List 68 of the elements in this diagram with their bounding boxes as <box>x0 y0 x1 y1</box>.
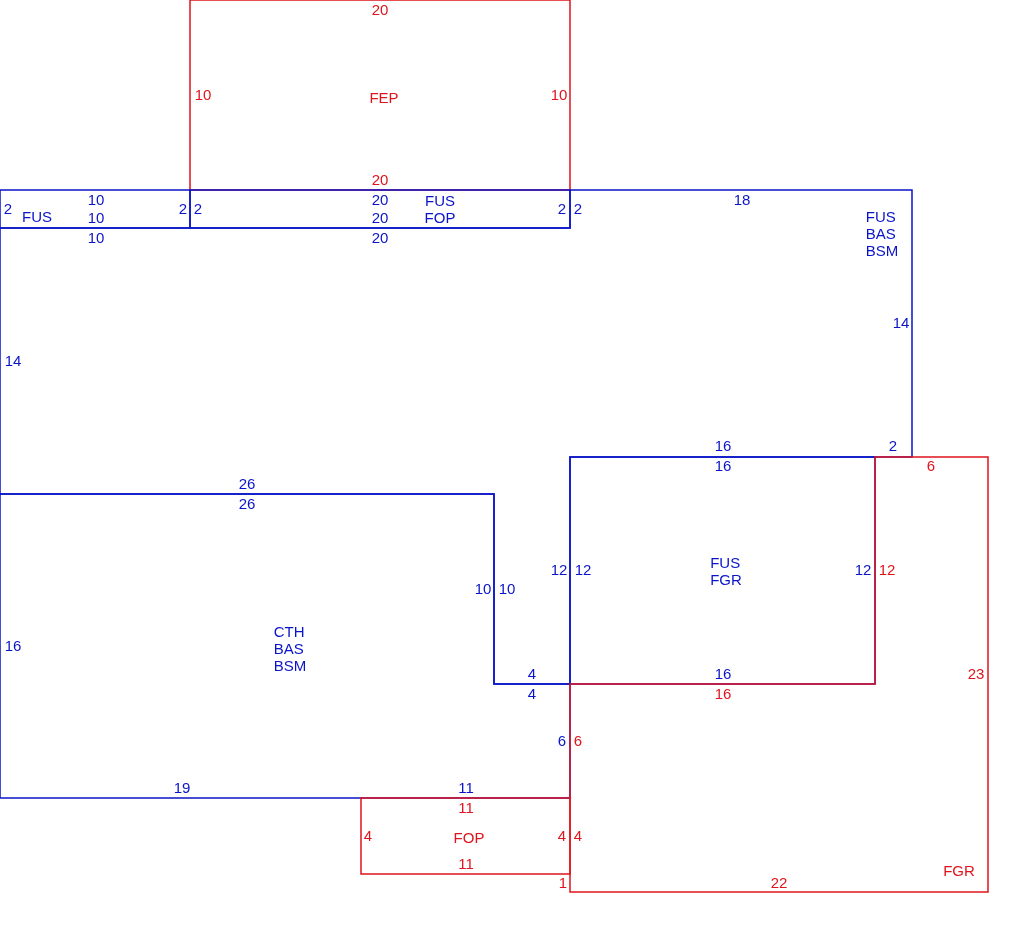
dimension-label: 12 <box>878 562 896 578</box>
dimension-label: 18 <box>733 192 751 208</box>
dimension-label: 11 <box>458 780 474 796</box>
dimension-label: 2 <box>888 438 898 454</box>
dimension-label: 2 <box>557 201 567 217</box>
room-code: BAS <box>273 639 304 657</box>
dimension-label: 14 <box>892 315 910 331</box>
room-outline <box>190 190 570 228</box>
room-code: BAS <box>865 224 896 242</box>
room-code: FUS <box>425 192 455 209</box>
dimension-label: 4 <box>573 828 583 844</box>
room-code: FUS <box>22 207 52 225</box>
room-outline <box>190 0 570 190</box>
dimension-label: 26 <box>238 476 256 492</box>
room-outline <box>570 457 875 684</box>
dimension-label: 10 <box>550 87 568 103</box>
dimension-label: 4 <box>557 828 567 844</box>
room-code: BSM <box>865 241 899 259</box>
room-code: FUS <box>865 207 896 225</box>
dimension-label: 2 <box>573 201 583 217</box>
room-code: BSM <box>273 656 307 674</box>
dimension-label: 22 <box>770 875 788 891</box>
dimension-label: 4 <box>527 686 537 702</box>
dimension-label: 19 <box>173 780 191 796</box>
dimension-label: 10 <box>474 581 492 597</box>
dimension-label: 16 <box>714 438 732 454</box>
dimension-label: 4 <box>363 828 373 844</box>
dimension-label: 20 <box>371 2 389 18</box>
dimension-label: 6 <box>926 458 936 474</box>
dimension-label: 16 <box>714 458 732 474</box>
dimension-label: 11 <box>458 800 474 816</box>
dimension-label: 16 <box>714 686 732 702</box>
room-outline <box>361 798 570 874</box>
dimension-label: 12 <box>854 562 872 578</box>
dimension-label: 20 <box>371 210 389 226</box>
dimension-label: 20 <box>371 192 389 208</box>
room-code: FOP <box>424 209 456 226</box>
dimension-label: 14 <box>4 353 22 369</box>
dimension-label: 6 <box>573 733 583 749</box>
dimension-label: 12 <box>550 562 568 578</box>
room-code: FOP <box>453 828 485 846</box>
dimension-label: 10 <box>194 87 212 103</box>
dimension-label: 10 <box>87 192 105 208</box>
dimension-label: 16 <box>4 638 22 654</box>
dimension-label: 16 <box>714 666 732 682</box>
dimension-label: 6 <box>557 733 567 749</box>
room-code: FEP <box>369 88 399 106</box>
room-code: FUS <box>710 554 741 571</box>
room-code: FGR <box>943 861 975 879</box>
dimension-label: 10 <box>87 210 105 226</box>
dimension-label: 23 <box>967 666 985 682</box>
dimension-label: 2 <box>193 201 203 217</box>
room-code: FGR <box>710 571 742 588</box>
dimension-label: 10 <box>87 230 105 246</box>
dimension-label: 2 <box>178 201 188 217</box>
dimension-label: 10 <box>498 581 516 597</box>
dimension-label: 26 <box>238 496 256 512</box>
room-outline <box>0 190 190 228</box>
dimension-label: 20 <box>371 172 389 188</box>
room-code: CTH <box>273 622 305 640</box>
dimension-label: 12 <box>574 562 592 578</box>
dimension-label: 20 <box>371 230 389 246</box>
dimension-label: 11 <box>458 856 474 872</box>
dimension-label: 4 <box>527 666 537 682</box>
room-outline <box>570 457 988 892</box>
dimension-label: 2 <box>3 201 13 217</box>
dimension-label: 1 <box>558 875 568 891</box>
room-outline <box>0 494 570 798</box>
